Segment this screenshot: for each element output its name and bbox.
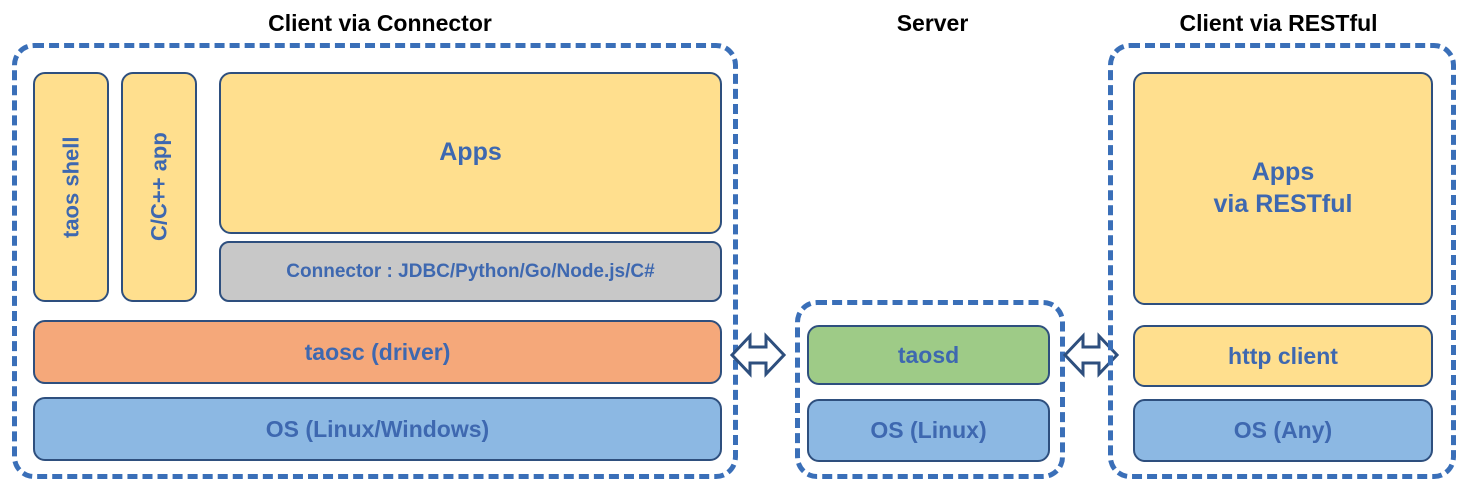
- section-title-client-connector: Client via Connector: [268, 10, 492, 36]
- group-server: [795, 300, 1065, 479]
- block-taosd[interactable]: taosd: [807, 325, 1050, 385]
- block-c-cpp-app[interactable]: C/C++ app: [121, 72, 197, 302]
- section-title-server: Server: [896, 10, 969, 36]
- block-os-linux[interactable]: OS (Linux): [807, 399, 1050, 462]
- block-http-client[interactable]: http client: [1133, 325, 1433, 387]
- apps-restful-line1: Apps: [1251, 158, 1315, 187]
- group-client-via-restful: [1108, 43, 1456, 479]
- apps-restful-line2: via RESTful: [1213, 189, 1353, 218]
- block-connector-list[interactable]: Connector : JDBC/Python/Go/Node.js/C#: [219, 241, 722, 302]
- block-os-linux-windows[interactable]: OS (Linux/Windows): [33, 397, 722, 461]
- block-apps-via-restful[interactable]: Apps via RESTful: [1133, 72, 1433, 305]
- block-taos-shell[interactable]: taos shell: [33, 72, 109, 302]
- double-arrow-horizontal-icon-right: [1062, 325, 1120, 385]
- block-apps[interactable]: Apps: [219, 72, 722, 234]
- section-title-client-restful: Client via RESTful: [1179, 10, 1378, 36]
- group-client-via-connector: [12, 43, 738, 479]
- block-os-any[interactable]: OS (Any): [1133, 399, 1433, 462]
- block-taosc-driver[interactable]: taosc (driver): [33, 320, 722, 384]
- double-arrow-horizontal-icon-left: [729, 325, 787, 385]
